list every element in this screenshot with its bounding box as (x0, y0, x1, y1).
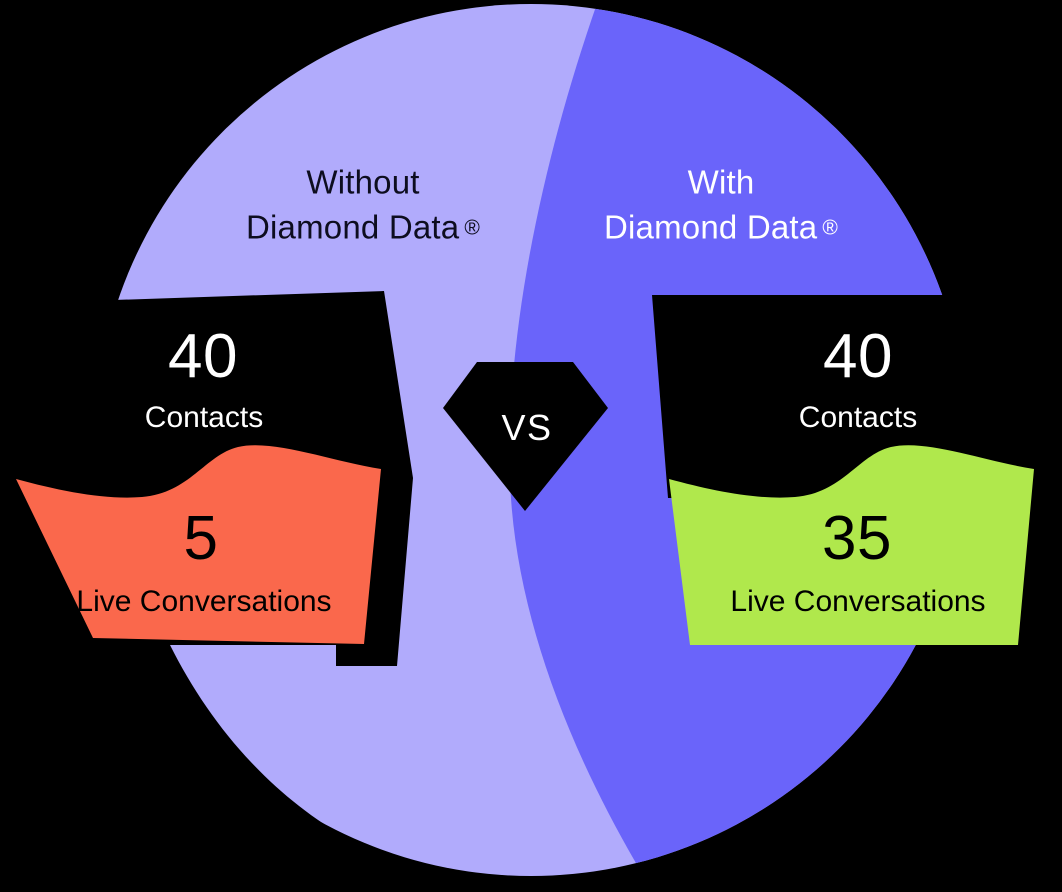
left-shadow-wedge (0, 636, 478, 892)
left-conversations-label: Live Conversations (76, 585, 332, 618)
right-conversations-value: 35 (822, 504, 892, 573)
right-registered-mark: ® (822, 216, 839, 240)
right-contacts-value: 40 (823, 322, 893, 391)
left-title: Without Diamond Data® (246, 160, 480, 251)
left-title-line2: Diamond Data (245, 208, 460, 246)
right-conversations-label: Live Conversations (730, 585, 986, 618)
vs-label: VS (501, 407, 553, 448)
left-title-line1: Without (306, 163, 420, 201)
left-registered-mark: ® (464, 216, 481, 240)
right-title-line1: With (687, 163, 755, 201)
vs-diamond-icon (443, 362, 608, 511)
left-conversations-value: 5 (183, 504, 219, 573)
right-conversations-panel (669, 445, 1034, 645)
left-conversations-panel (16, 445, 381, 644)
right-contacts-label: Contacts (798, 401, 918, 434)
right-title-line2: Diamond Data (603, 208, 818, 246)
left-contacts-value: 40 (168, 322, 238, 391)
left-contacts-label: Contacts (144, 401, 264, 434)
right-title: With Diamond Data® (604, 160, 838, 251)
